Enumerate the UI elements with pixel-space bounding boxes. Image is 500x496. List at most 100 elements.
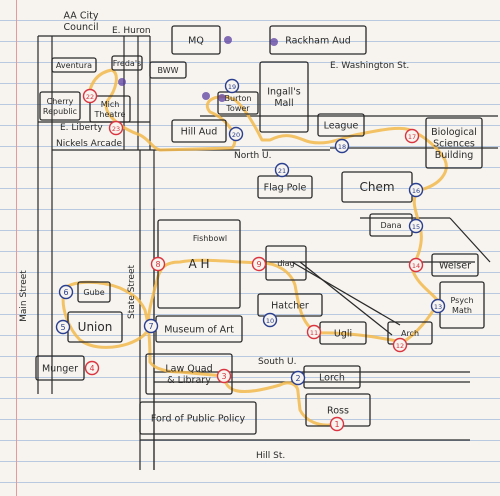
building-outline <box>39 91 81 121</box>
stop-number: 4 <box>89 364 94 373</box>
route-stop-8: 8 <box>150 256 166 272</box>
route-stop-11: 11 <box>306 324 322 340</box>
street-label-north-u: North U. <box>234 151 271 161</box>
stop-marker <box>334 138 350 154</box>
building-label: & Library <box>167 375 211 386</box>
building-outline <box>171 25 221 55</box>
building-outline <box>431 253 479 277</box>
route-stop-7: 7 <box>143 318 159 334</box>
building-outline <box>145 353 233 395</box>
building-outline <box>89 95 131 123</box>
stop-number: 2 <box>295 374 300 383</box>
building-label: Burton <box>225 94 252 103</box>
route-stop-2: 2 <box>290 370 306 386</box>
building-label: Psych <box>450 296 473 305</box>
stop-number: 16 <box>412 187 420 195</box>
building-outline <box>269 25 367 55</box>
scribble-mark <box>270 38 278 46</box>
building-label: Theatre <box>94 110 126 119</box>
building-chem: Chem <box>341 171 413 203</box>
street-label-e-liberty: E. Liberty <box>60 123 103 133</box>
street-label-e-huron: E. Huron <box>112 26 151 36</box>
building-label: Biological <box>431 127 477 138</box>
stop-marker <box>251 256 267 272</box>
route-stop-18: 18 <box>334 138 350 154</box>
stop-number: 5 <box>60 323 65 332</box>
building-label: Ingall's <box>267 87 301 98</box>
building-mq: MQ <box>171 25 221 55</box>
stop-number: 13 <box>434 303 442 311</box>
stop-marker <box>84 360 100 376</box>
building-outline <box>139 401 257 435</box>
building-hatcher: Hatcher <box>257 293 323 317</box>
building-museum-of-art: Museum of Art <box>155 315 243 343</box>
building-label: Chem <box>359 180 394 194</box>
building-label: Ford of Public Policy <box>151 413 246 424</box>
route-stop-23: 23 <box>108 120 124 136</box>
stop-marker <box>392 337 408 353</box>
stop-marker <box>82 88 98 104</box>
building-label: Law Quad <box>165 364 212 375</box>
stop-marker <box>55 319 71 335</box>
street-label-nickels-arcade: Nickels Arcade <box>56 139 122 149</box>
route-stop-6: 6 <box>58 284 74 300</box>
stop-marker <box>274 162 290 178</box>
building-aventura: Aventura <box>51 57 97 73</box>
building-label: MQ <box>188 35 204 46</box>
building-label: Weiser <box>439 260 471 271</box>
route-stop-22: 22 <box>82 88 98 104</box>
building-label: Arch <box>401 329 419 338</box>
building-outline <box>217 91 259 115</box>
stop-marker <box>408 182 424 198</box>
route-stop-12: 12 <box>392 337 408 353</box>
building-label: Republic <box>43 107 77 116</box>
building-fredas: Freda's <box>111 55 143 71</box>
building-outline <box>171 119 227 143</box>
building-hill-aud: Hill Aud <box>171 119 227 143</box>
building-label: Hatcher <box>271 300 309 311</box>
building-label: Council <box>64 22 99 33</box>
building-label: Lorch <box>319 372 345 383</box>
scribble-mark <box>218 94 226 102</box>
scribble-mark <box>224 36 232 44</box>
street-label-e-washington: E. Washington St. <box>330 61 409 71</box>
notebook-margin-line <box>16 0 17 496</box>
building-label: Math <box>452 306 472 315</box>
route-stop-19: 19 <box>224 78 240 94</box>
route-stop-21: 21 <box>274 162 290 178</box>
building-munger: Munger <box>35 355 85 381</box>
building-label: Museum of Art <box>164 324 234 335</box>
stop-marker <box>150 256 166 272</box>
building-label: Ross <box>327 405 349 416</box>
building-flag-pole: Flag Pole <box>257 175 313 199</box>
street-label-hill-st: Hill St. <box>256 451 285 461</box>
stop-number: 20 <box>232 131 240 139</box>
building-label: diag <box>277 259 294 268</box>
building-outline <box>317 113 365 137</box>
building-outline <box>387 321 433 345</box>
stop-number: 23 <box>112 125 120 133</box>
building-gube: Gube <box>77 281 111 303</box>
building-label: Ugli <box>334 328 352 339</box>
building-label: League <box>324 120 359 131</box>
stop-number: 21 <box>278 167 286 175</box>
building-label: AA City <box>64 11 99 22</box>
stop-number: 18 <box>338 143 346 151</box>
building-outline <box>111 55 143 71</box>
building-label: Cherry <box>47 97 74 106</box>
stop-marker <box>216 368 232 384</box>
stop-marker <box>224 78 240 94</box>
stop-number: 3 <box>221 372 226 381</box>
stop-marker <box>404 128 420 144</box>
building-label: Flag Pole <box>264 182 307 193</box>
stop-number: 7 <box>148 322 153 331</box>
building-outline <box>35 355 85 381</box>
route-stop-17: 17 <box>404 128 420 144</box>
building-dana: Dana <box>369 213 413 237</box>
building-label: Gube <box>83 288 104 297</box>
route-stop-4: 4 <box>84 360 100 376</box>
